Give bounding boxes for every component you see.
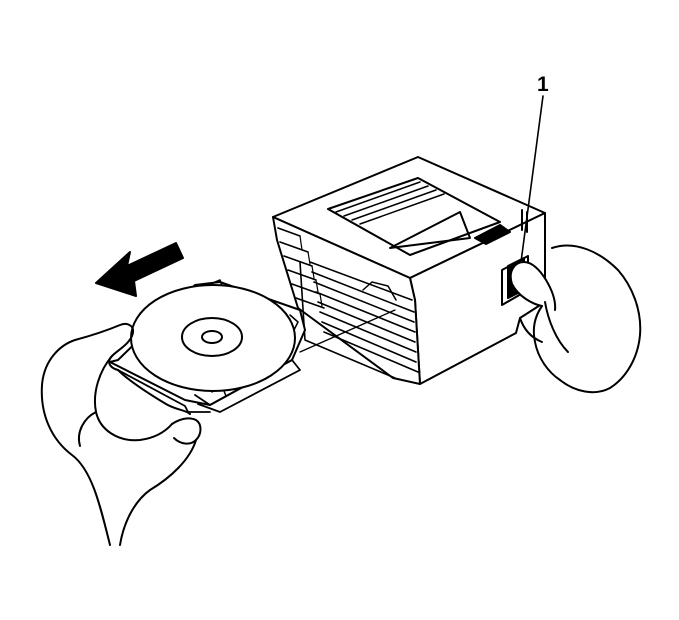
callout-number-label: 1 <box>537 73 549 96</box>
disc-center-hole <box>202 331 222 343</box>
magazine-top-window <box>328 178 500 255</box>
guide-line <box>300 310 395 352</box>
right-thumb <box>511 262 555 310</box>
disc-hub <box>182 318 242 356</box>
compact-disc <box>131 285 295 391</box>
direction-arrow-icon <box>96 243 183 296</box>
left-hand <box>42 324 201 545</box>
right-hand <box>511 245 641 392</box>
magazine-left-face <box>273 217 420 384</box>
disc-tray <box>110 280 305 412</box>
callout-leader-line <box>521 96 543 262</box>
disc-magazine <box>273 157 545 384</box>
